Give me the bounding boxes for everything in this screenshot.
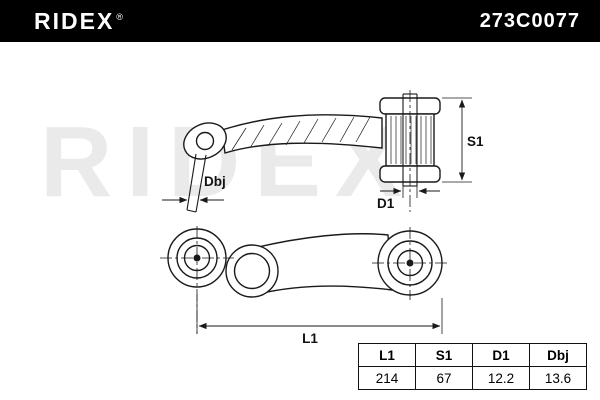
dimension-dbj: Dbj — [162, 174, 226, 204]
d1-label: D1 — [377, 196, 395, 211]
header-bar: RIDEX® 273C0077 — [0, 0, 600, 42]
l1-label: L1 — [302, 331, 318, 346]
technical-drawing: S1 D1 Dbj L1 — [160, 90, 484, 346]
dimension-l1: L1 — [196, 294, 443, 346]
spec-header-d1: D1 — [472, 343, 530, 367]
bushing-ribs — [390, 116, 432, 164]
s1-label: S1 — [467, 134, 484, 149]
dbj-label: Dbj — [204, 174, 226, 189]
dimension-s1: S1 — [442, 97, 484, 183]
side-view — [183, 90, 441, 213]
dimension-d1: D1 — [377, 186, 440, 211]
spec-header-dbj: Dbj — [529, 343, 587, 367]
spec-value-d1: 12.2 — [472, 366, 530, 390]
ball-joint-top-view — [167, 228, 227, 288]
spec-table: L1 S1 D1 Dbj 214 67 12.2 13.6 — [358, 343, 587, 390]
spec-header-s1: S1 — [415, 343, 473, 367]
registered-mark: ® — [116, 11, 123, 22]
brand-text: RIDEX — [34, 7, 115, 34]
spec-value-l1: 214 — [358, 366, 416, 390]
spec-table-header-row: L1 S1 D1 Dbj — [358, 343, 587, 367]
spec-header-l1: L1 — [358, 343, 416, 367]
spec-table-value-row: 214 67 12.2 13.6 — [358, 366, 587, 390]
top-view — [160, 226, 450, 334]
spec-value-dbj: 13.6 — [529, 366, 587, 390]
shaft-hatch — [231, 116, 371, 151]
brand-logo: RIDEX® — [34, 7, 123, 35]
ball-joint-eye-side — [183, 122, 227, 213]
spec-value-s1: 67 — [415, 366, 473, 390]
part-number: 273C0077 — [479, 9, 580, 32]
middle-eye-inner — [233, 252, 271, 290]
